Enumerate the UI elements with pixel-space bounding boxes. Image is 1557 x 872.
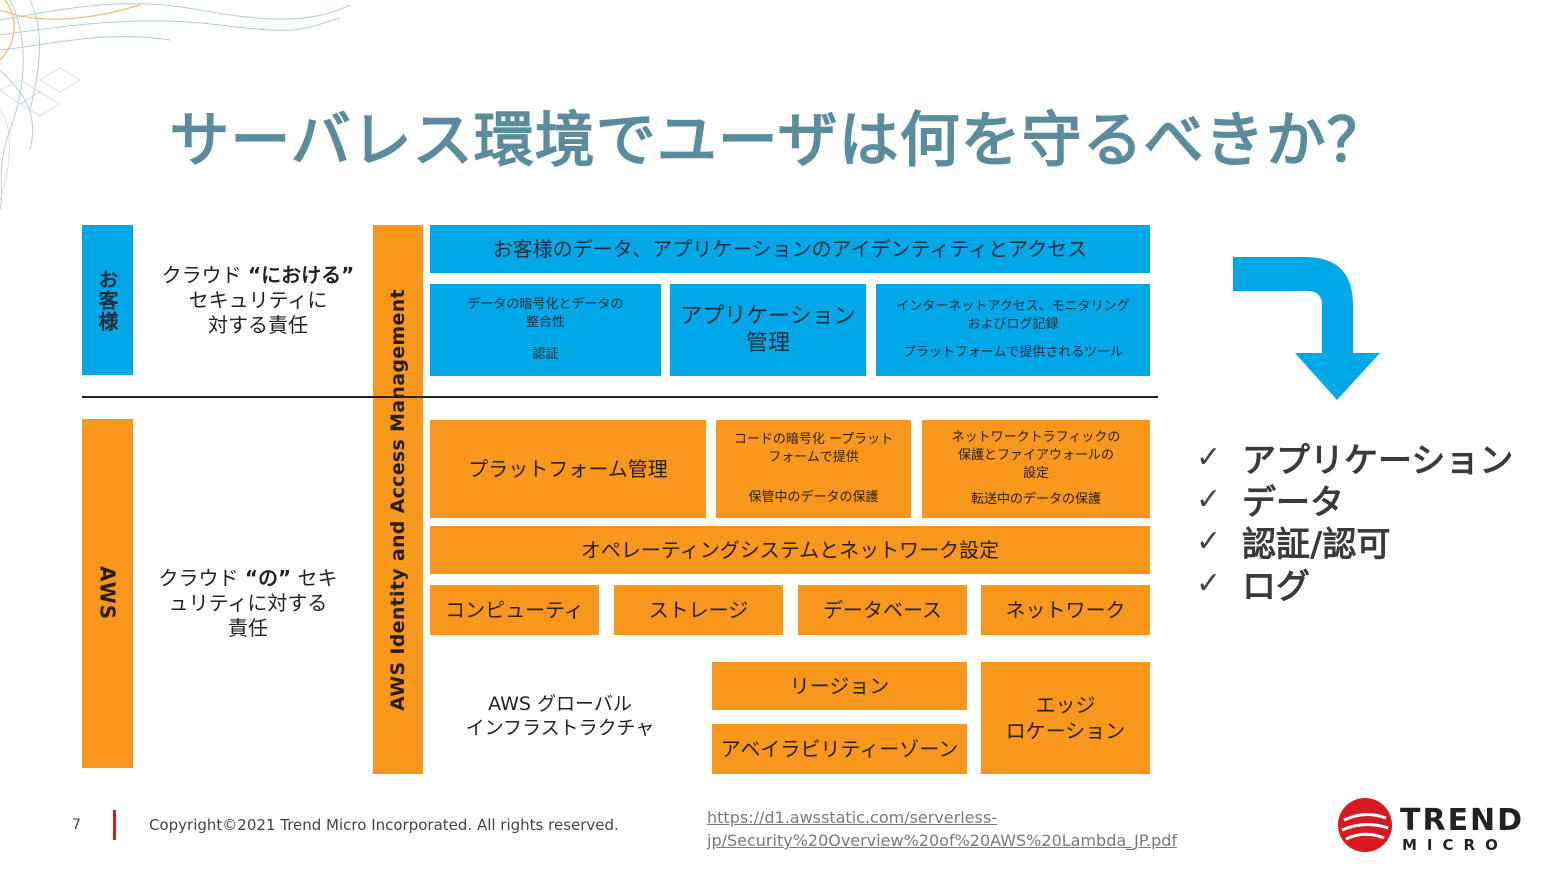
- database-label: データベース: [823, 598, 942, 622]
- network-traffic-line1: ネットワークトラフィックの: [951, 430, 1121, 445]
- edge-location-box: エッジ ロケーション: [981, 662, 1150, 774]
- source-link[interactable]: https://d1.awsstatic.com/serverless- jp/…: [707, 806, 1227, 852]
- code-encryption-line1: コードの暗号化 ープラット: [733, 432, 894, 447]
- edge-line2: ロケーション: [1005, 719, 1126, 743]
- source-link-line1[interactable]: https://d1.awsstatic.com/serverless-: [707, 808, 997, 827]
- platform-management-box: プラットフォーム管理: [430, 420, 706, 518]
- customer-responsibility-text: クラウド “における” セキュリティに 対する責任: [148, 263, 368, 338]
- check-icon: ✓: [1196, 565, 1222, 601]
- checklist-item: ✓ アプリケーション: [1196, 436, 1546, 481]
- trend-micro-logo-text: TREND MICRO: [1400, 803, 1525, 855]
- global-infrastructure-label: AWS グローバル インフラストラクチャ: [440, 692, 680, 740]
- customer-resp-pre: クラウド: [161, 263, 249, 287]
- internet-access-line2: およびログ記録: [967, 317, 1059, 332]
- customer-data-identity-bar: お客様のデータ、アプリケーションのアイデンティティとアクセス: [430, 225, 1150, 273]
- iam-label: AWS Identity and Access Management: [387, 288, 409, 711]
- aws-resp-line3: 責任: [228, 616, 268, 640]
- storage-label: ストレージ: [648, 598, 749, 622]
- protection-checklist: ✓ アプリケーション ✓ データ ✓ 認証/認可 ✓ ログ: [1196, 436, 1546, 607]
- checklist-item: ✓ 認証/認可: [1196, 520, 1546, 565]
- logo-line2: MICRO: [1402, 836, 1508, 854]
- page-number: 7: [72, 817, 81, 833]
- decorative-swirl-graphic: [0, 0, 351, 210]
- os-network-config-bar: オペレーティングシステムとネットワーク設定: [430, 526, 1150, 574]
- network-label: ネットワーク: [1005, 598, 1126, 622]
- customer-resp-emph: “における”: [248, 263, 355, 287]
- customer-tag-label: お客様: [95, 268, 119, 332]
- aws-resp-pre: クラウド: [158, 566, 245, 590]
- customer-tag: お客様: [82, 225, 133, 375]
- network-box: ネットワーク: [981, 585, 1150, 635]
- responsibility-divider: [82, 396, 1158, 398]
- customer-resp-line2: セキュリティに: [188, 288, 328, 312]
- availability-zone-label: アベイラビリティーゾーン: [720, 737, 959, 761]
- curved-arrow-icon: [1233, 257, 1380, 400]
- data-encryption-box: データの暗号化とデータの 整合性 認証: [430, 284, 661, 376]
- compute-label: コンピューティ: [445, 598, 584, 622]
- network-traffic-line4: 転送中のデータの保護: [970, 492, 1101, 507]
- customer-resp-line3: 対する責任: [208, 313, 308, 337]
- footer-divider: [113, 810, 116, 840]
- aws-tag: AWS: [82, 419, 133, 768]
- code-encryption-box: コードの暗号化 ープラット フォームで提供 保管中のデータの保護: [716, 420, 911, 518]
- check-icon: ✓: [1196, 523, 1222, 559]
- code-encryption-line3: 保管中のデータの保護: [748, 490, 879, 505]
- iam-bar: AWS Identity and Access Management: [373, 225, 423, 774]
- compute-box: コンピューティ: [430, 585, 599, 635]
- data-encryption-line3: 認証: [532, 347, 559, 362]
- app-management-line1: アプリケーション: [680, 304, 856, 329]
- aws-resp-emph: “の”: [244, 566, 292, 590]
- copyright-text: Copyright©2021 Trend Micro Incorporated.…: [149, 816, 619, 834]
- app-management-box: アプリケーション 管理: [670, 284, 866, 376]
- database-box: データベース: [798, 585, 967, 635]
- code-encryption-line2: フォームで提供: [768, 450, 859, 465]
- region-box: リージョン: [712, 662, 967, 710]
- logo-line1: TREND: [1400, 803, 1525, 838]
- network-traffic-box: ネットワークトラフィックの 保護とファイアウォールの 設定 転送中のデータの保護: [922, 420, 1150, 518]
- data-encryption-line1: データの暗号化とデータの: [467, 297, 624, 312]
- data-encryption-line2: 整合性: [525, 315, 565, 330]
- checklist-item-label: ログ: [1242, 566, 1310, 607]
- internet-access-line3: プラットフォームで提供されるツール: [902, 345, 1124, 360]
- aws-tag-label: AWS: [95, 566, 120, 621]
- checklist-item-label: 認証/認可: [1242, 524, 1391, 565]
- internet-access-box: インターネットアクセス、モニタリング およびログ記録 プラットフォームで提供され…: [876, 284, 1150, 376]
- region-label: リージョン: [789, 674, 890, 698]
- checklist-item: ✓ ログ: [1196, 562, 1546, 607]
- source-link-line2[interactable]: jp/Security%20Overview%20of%20AWS%20Lamb…: [707, 831, 1178, 850]
- infra-line2: インフラストラクチャ: [465, 717, 655, 739]
- trend-micro-ball-icon: [1338, 798, 1392, 852]
- platform-management-label: プラットフォーム管理: [468, 457, 668, 481]
- network-traffic-line3: 設定: [1022, 466, 1049, 481]
- os-network-config-label: オペレーティングシステムとネットワーク設定: [580, 538, 1000, 562]
- availability-zone-box: アベイラビリティーゾーン: [712, 724, 967, 774]
- customer-top-bar-label: お客様のデータ、アプリケーションのアイデンティティとアクセス: [492, 237, 1088, 261]
- edge-line1: エッジ: [1035, 693, 1096, 717]
- aws-responsibility-text: クラウド “の” セキ ュリティに対する 責任: [148, 566, 348, 641]
- network-traffic-line2: 保護とファイアウォールの: [957, 448, 1114, 463]
- checklist-item-label: アプリケーション: [1242, 440, 1514, 481]
- infra-line1: AWS グローバル: [488, 693, 632, 715]
- app-management-line2: 管理: [745, 331, 790, 356]
- checklist-item-label: データ: [1242, 482, 1344, 523]
- aws-resp-post: セキ: [291, 566, 338, 590]
- check-icon: ✓: [1196, 439, 1222, 475]
- check-icon: ✓: [1196, 481, 1222, 517]
- internet-access-line1: インターネットアクセス、モニタリング: [896, 299, 1130, 314]
- storage-box: ストレージ: [614, 585, 783, 635]
- aws-resp-line2: ュリティに対する: [168, 591, 328, 615]
- checklist-item: ✓ データ: [1196, 478, 1546, 523]
- slide-title: サーバレス環境でユーザは何を守るべきか？: [169, 106, 1388, 176]
